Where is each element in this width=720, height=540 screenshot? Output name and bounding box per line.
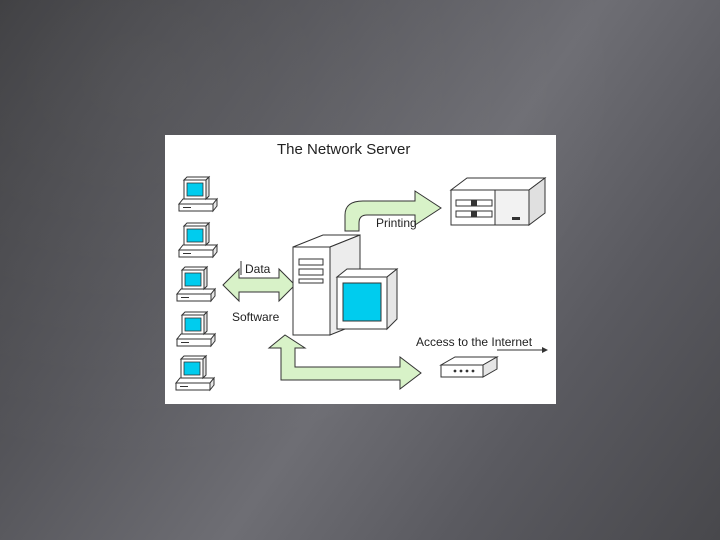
internet-label: Access to the Internet: [416, 335, 533, 349]
client-computer-icon: [175, 355, 215, 391]
client-computer-icon: [176, 266, 216, 302]
client-computer-icon: [176, 311, 216, 347]
modem-icon: [439, 356, 499, 378]
printing-arrow: [344, 190, 442, 232]
network-server-diagram: The Network Server Data Software Printin…: [165, 135, 556, 404]
printer-icon: [449, 177, 547, 226]
client-computer-icon: [178, 176, 218, 212]
printing-label: Printing: [376, 216, 417, 230]
client-computer-icon: [178, 222, 218, 258]
diagram-title: The Network Server: [277, 141, 410, 158]
server-monitor-icon: [335, 267, 399, 331]
software-label: Software: [232, 310, 280, 324]
internet-arrow: [267, 334, 422, 391]
data-label: Data: [245, 262, 271, 276]
internet-line-arrowhead: [542, 347, 548, 353]
